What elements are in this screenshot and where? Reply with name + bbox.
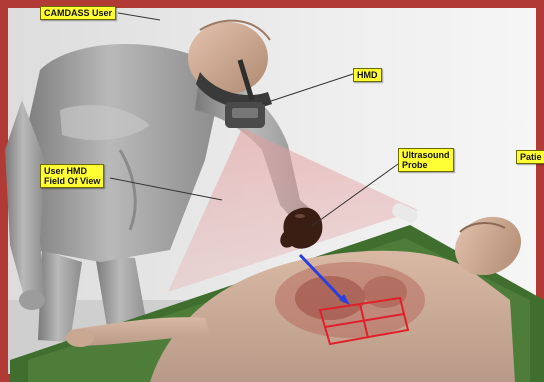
label-camdass-user: CAMDASS User [40,6,116,20]
label-ultrasound-probe: Ultrasound Probe [398,148,454,172]
label-user-hmd-fov: User HMD Field Of View [40,164,104,188]
label-hmd: HMD [353,68,382,82]
label-patient: Patie [516,150,544,164]
